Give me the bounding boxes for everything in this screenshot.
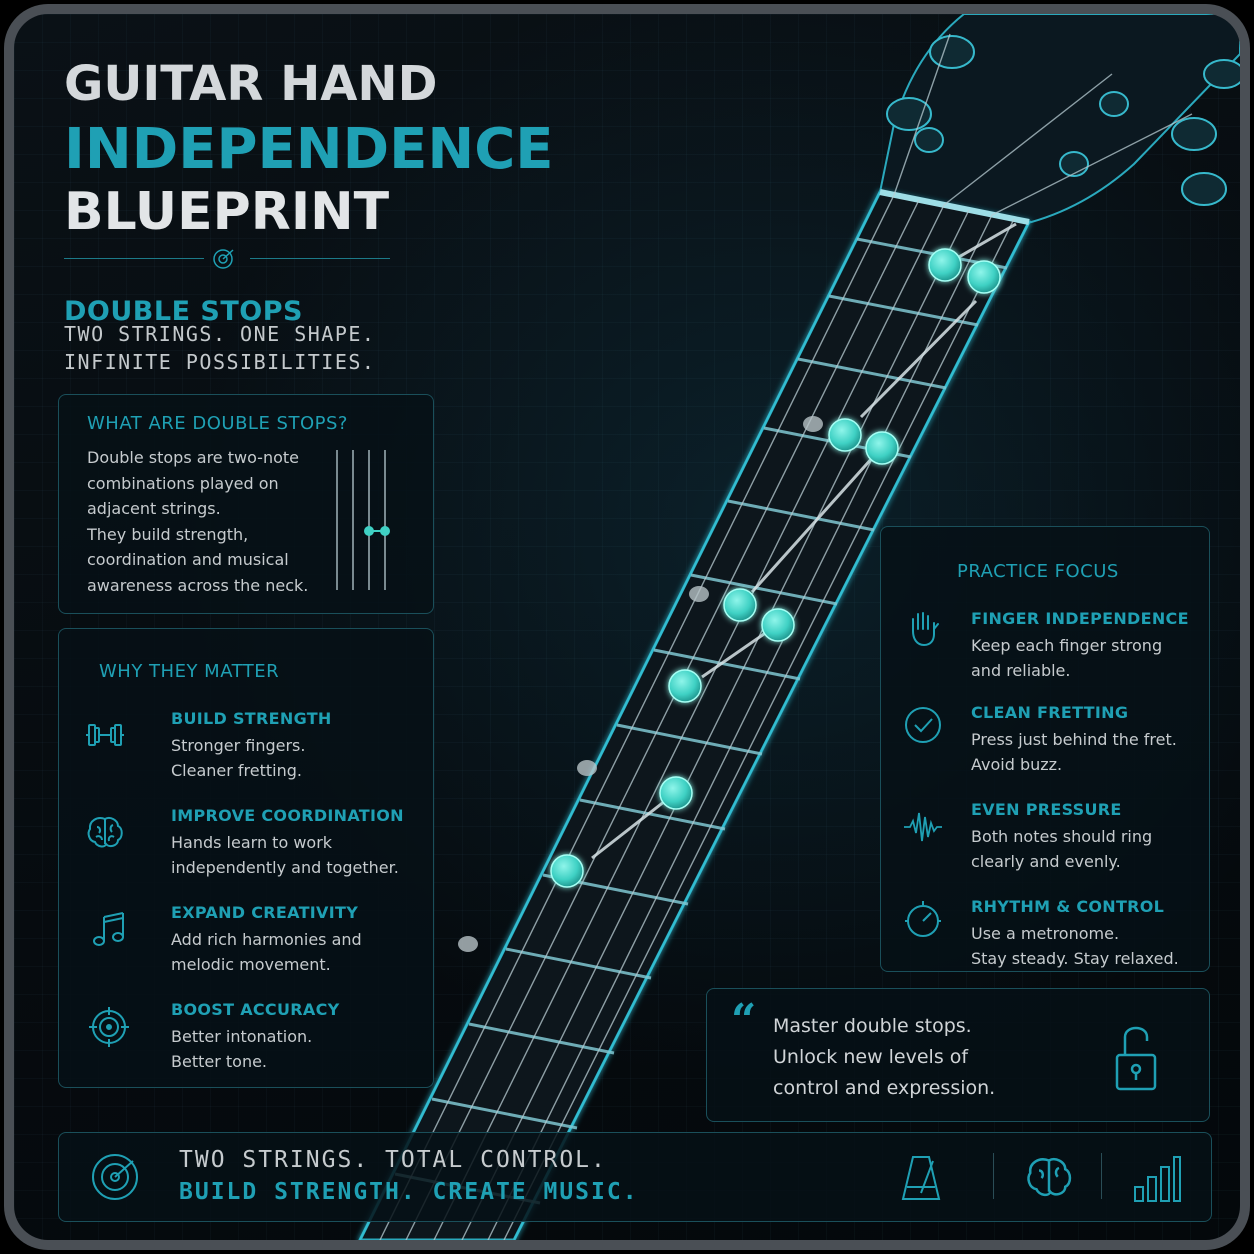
- why-item-text: Hands learn to work: [171, 833, 333, 852]
- quote-mark: “: [731, 995, 757, 1046]
- what-card-line: coordination and musical: [87, 550, 289, 569]
- what-card-line: adjacent strings.: [87, 499, 221, 518]
- headstock: [878, 14, 1240, 226]
- waveform-icon: [904, 812, 942, 842]
- title-line-2: INDEPENDENCE: [64, 117, 554, 182]
- why-item-text: Cleaner fretting.: [171, 761, 302, 780]
- blueprint-panel: GUITAR HAND INDEPENDENCE BLUEPRINT DOUBL…: [14, 14, 1240, 1240]
- focus-item-text: Stay steady. Stay relaxed.: [971, 949, 1179, 968]
- quote-line: control and expression.: [773, 1077, 996, 1099]
- focus-item-text: Avoid buzz.: [971, 755, 1063, 774]
- why-item-title: BOOST ACCURACY: [171, 1000, 340, 1019]
- bar-chart-icon: [1134, 1156, 1181, 1202]
- banner-line-1: TWO STRINGS. TOTAL CONTROL.: [179, 1147, 607, 1173]
- bottom-banner: TWO STRINGS. TOTAL CONTROL. BUILD STRENG…: [58, 1132, 1212, 1222]
- guitar-neck-illustration: [358, 14, 1240, 1240]
- note-dot: [828, 418, 862, 452]
- why-card: WHY THEY MATTER BUILD STRENGTH Stronger …: [58, 628, 434, 1088]
- hand-icon: [912, 612, 939, 647]
- what-card-heading: WHAT ARE DOUBLE STOPS?: [87, 413, 348, 434]
- title-line-3: BLUEPRINT: [64, 182, 390, 242]
- note-dot: [659, 776, 693, 810]
- note-dot: [928, 248, 962, 282]
- string-diagram-icon: [336, 450, 390, 590]
- what-card-line: They build strength,: [87, 524, 249, 544]
- target-icon: [92, 1154, 138, 1200]
- tagline-line-1: TWO STRINGS. ONE SHAPE.: [64, 322, 376, 346]
- brain-icon: [87, 816, 123, 848]
- what-card-line: Double stops are two-note: [87, 448, 299, 467]
- why-item-title: IMPROVE COORDINATION: [171, 806, 404, 825]
- note-dots: [550, 248, 1001, 888]
- quote-line: Master double stops.: [773, 1015, 972, 1037]
- what-card-line: awareness across the neck.: [87, 575, 309, 595]
- metronome-dial-icon: [905, 901, 941, 937]
- why-item-text: melodic movement.: [171, 955, 331, 974]
- quote-card: “ Master double stops. Unlock new levels…: [706, 988, 1210, 1122]
- focus-item-text: Use a metronome.: [971, 924, 1120, 943]
- fretboard: [358, 33, 1193, 1240]
- check-circle-icon: [905, 707, 941, 743]
- note-dot: [865, 431, 899, 465]
- focus-item-title: RHYTHM & CONTROL: [971, 897, 1165, 916]
- why-item-text: independently and together.: [171, 858, 399, 877]
- note-dot: [761, 608, 795, 642]
- focus-item-text: Press just behind the fret.: [971, 730, 1177, 749]
- target-icon: [213, 249, 234, 269]
- note-dot: [550, 854, 584, 888]
- focus-card-heading: PRACTICE FOCUS: [957, 561, 1119, 582]
- why-item-title: BUILD STRENGTH: [171, 709, 332, 728]
- banner-separator: [1101, 1153, 1102, 1199]
- section-title: DOUBLE STOPS: [64, 296, 303, 327]
- music-note-icon: [93, 912, 124, 946]
- note-dot: [967, 260, 1001, 294]
- why-item-title: EXPAND CREATIVITY: [171, 903, 359, 922]
- why-item-text: Better intonation.: [171, 1027, 313, 1046]
- why-item-text: Add rich harmonies and: [171, 930, 362, 949]
- focus-item-text: clearly and evenly.: [971, 852, 1121, 871]
- note-dot: [723, 588, 757, 622]
- banner-line-2: BUILD STRENGTH. CREATE MUSIC.: [179, 1179, 639, 1205]
- tagline-line-2: INFINITE POSSIBILITIES.: [64, 350, 376, 374]
- focus-item-title: FINGER INDEPENDENCE: [971, 609, 1189, 628]
- title-line-1: GUITAR HAND: [64, 56, 438, 112]
- metronome-icon: [901, 1156, 941, 1200]
- why-card-heading: WHY THEY MATTER: [99, 661, 280, 682]
- brain-icon: [1027, 1157, 1072, 1197]
- why-item-text: Stronger fingers.: [171, 736, 306, 755]
- what-card-line: combinations played on: [87, 473, 279, 493]
- focus-item-title: CLEAN FRETTING: [971, 703, 1129, 722]
- why-item-text: Better tone.: [171, 1052, 268, 1071]
- dumbbell-icon: [86, 724, 124, 746]
- banner-separator: [993, 1153, 994, 1199]
- target-icon: [89, 1007, 129, 1047]
- quote-line: Unlock new levels of: [773, 1046, 969, 1068]
- title-divider: [64, 248, 390, 270]
- what-card: WHAT ARE DOUBLE STOPS? Double stops are …: [58, 394, 434, 614]
- unlock-icon: [1115, 1026, 1157, 1091]
- focus-item-title: EVEN PRESSURE: [971, 800, 1122, 819]
- focus-item-text: Both notes should ring: [971, 827, 1153, 846]
- practice-focus-card: PRACTICE FOCUS FINGER INDEPENDENCE Keep …: [880, 526, 1210, 972]
- focus-item-text: and reliable.: [971, 661, 1071, 680]
- note-dot: [668, 669, 702, 703]
- focus-item-text: Keep each finger strong: [971, 636, 1163, 655]
